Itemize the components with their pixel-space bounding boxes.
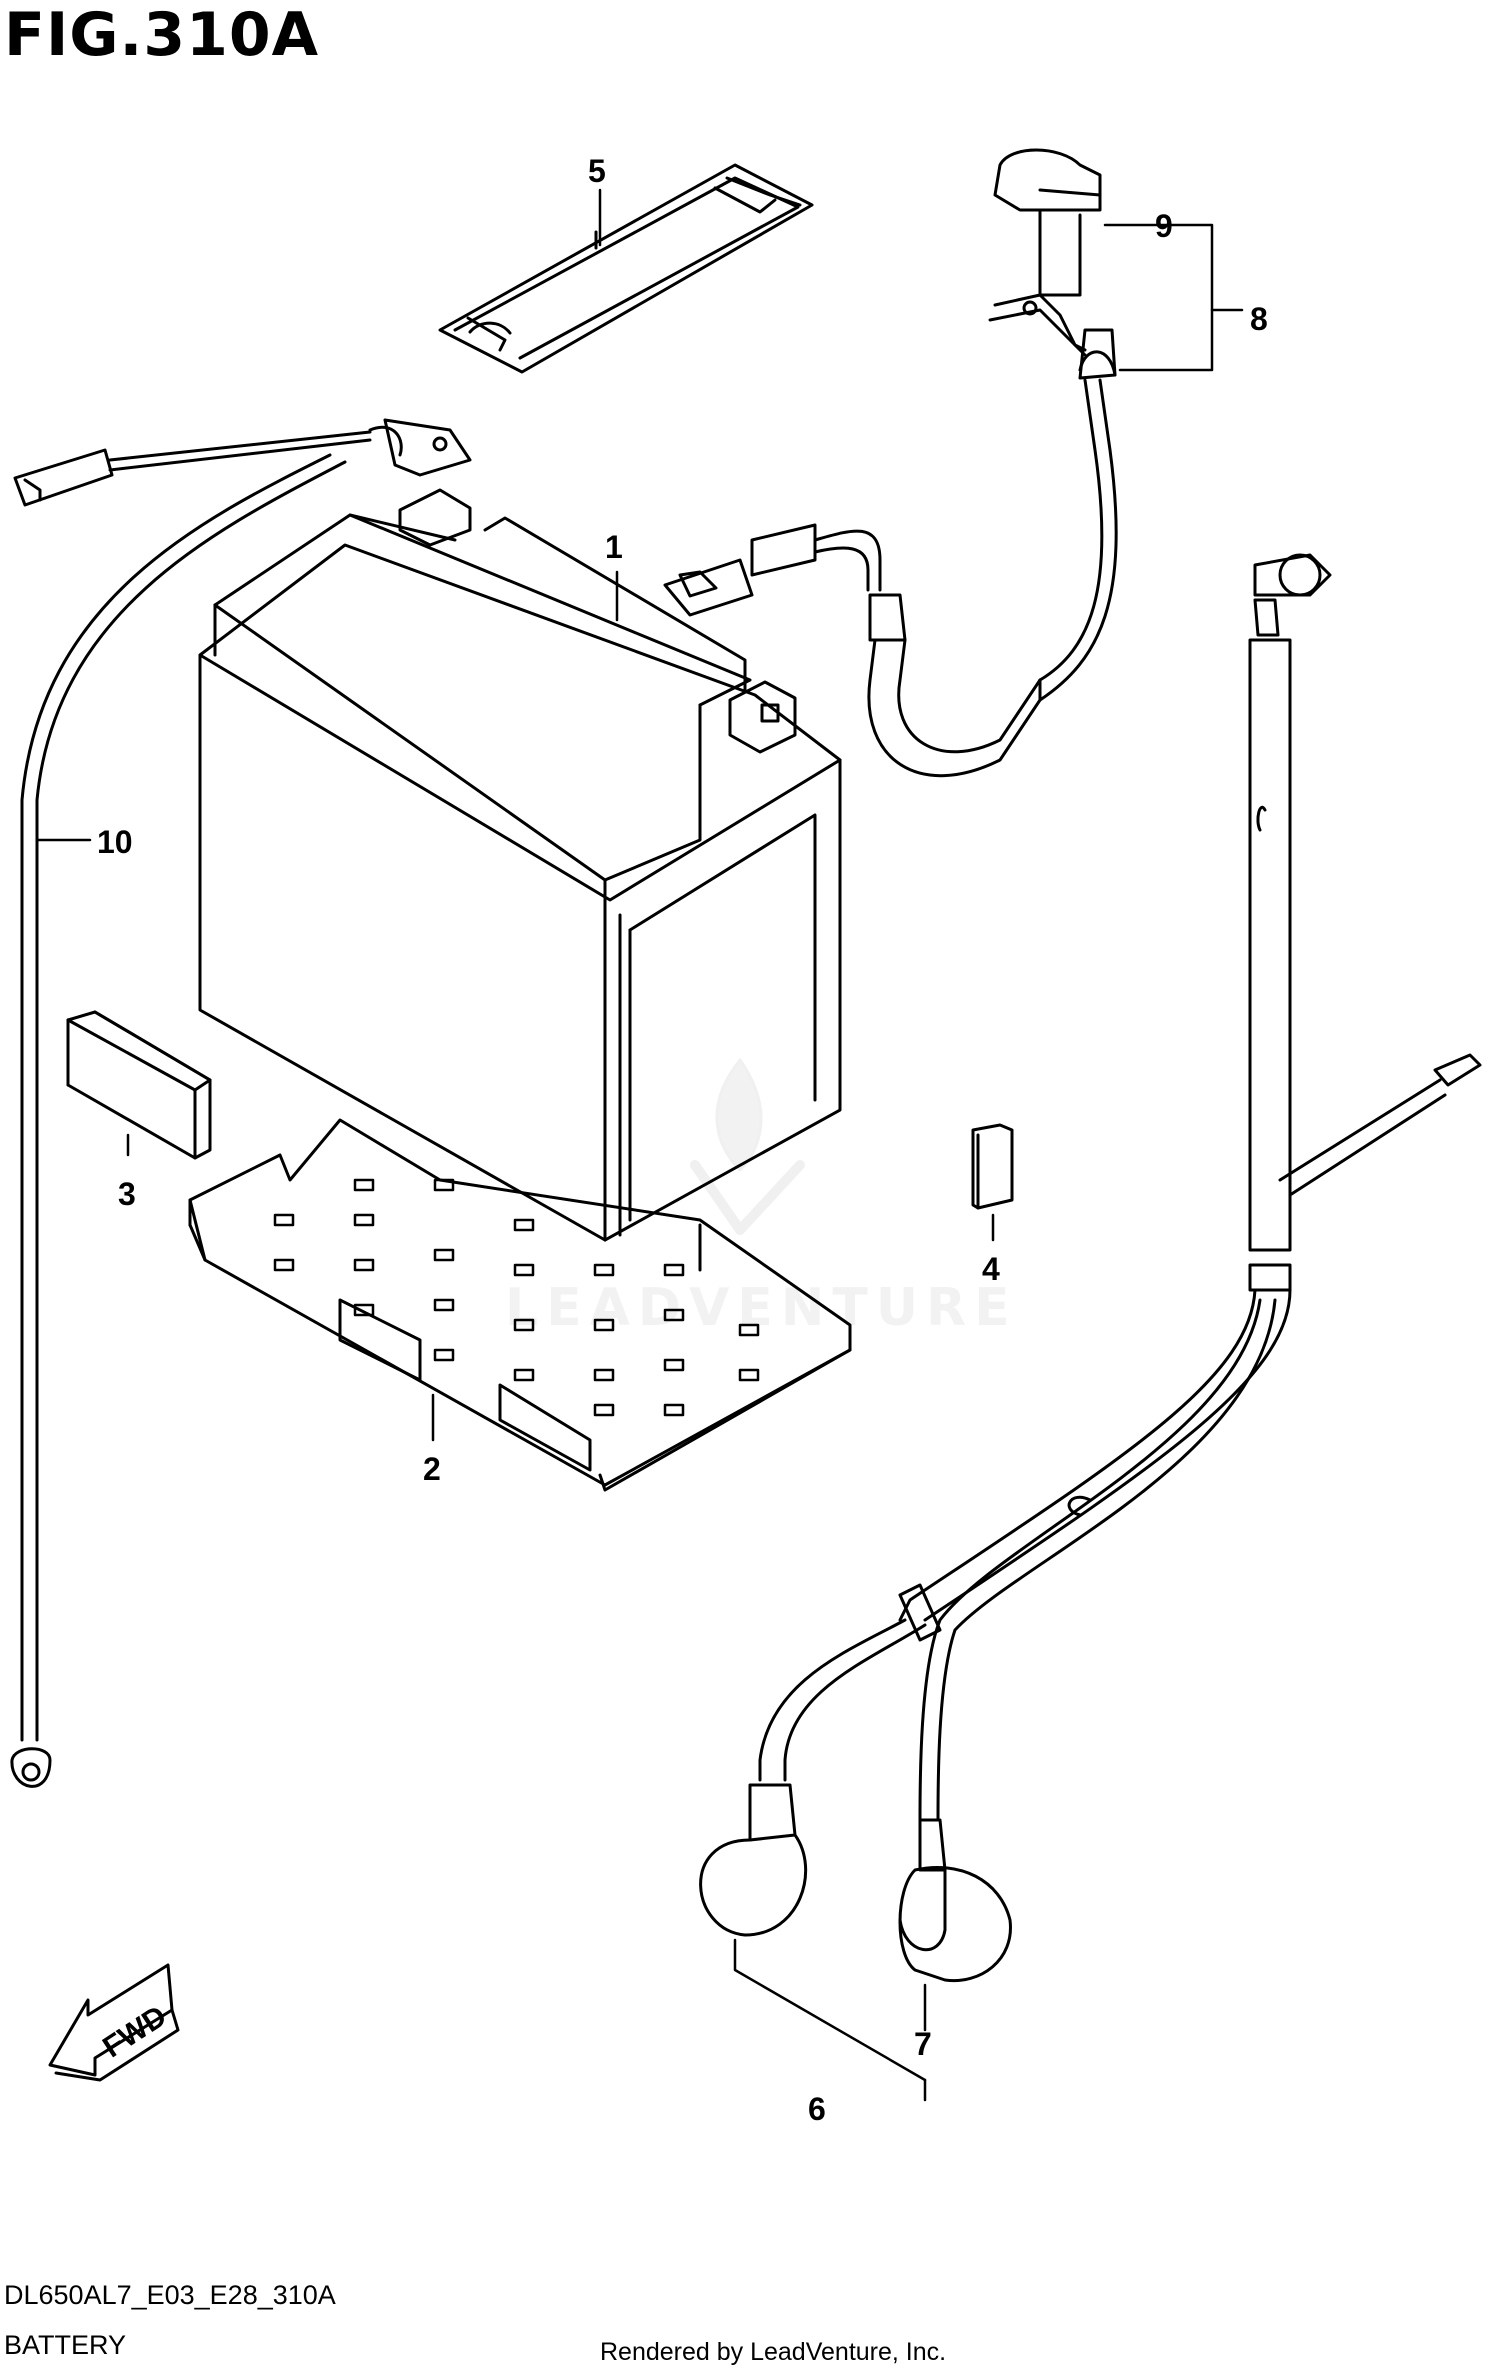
part-6-negative-cable[interactable] [699, 553, 1482, 1983]
callout-3: 3 [118, 1176, 136, 1212]
part-4-small-pad[interactable] [971, 1123, 1014, 1210]
watermark: LEADVENTURE [505, 1058, 1018, 1338]
callout-2: 2 [423, 1451, 441, 1487]
part-8-positive-cable[interactable] [663, 293, 1118, 778]
leader-lines [35, 188, 1244, 2102]
figure-title: FIG.310A [4, 0, 320, 70]
figure-code: DL650AL7_E03_E28_310A [4, 2280, 336, 2310]
callout-8: 8 [1250, 301, 1268, 337]
callout-6: 6 [808, 2091, 826, 2127]
rendered-by-text: Rendered by LeadVenture, Inc. [600, 2338, 947, 2366]
callout-1: 1 [605, 529, 623, 565]
part-9-terminal-cap[interactable] [993, 148, 1102, 297]
part-1-battery[interactable] [198, 488, 842, 1242]
callout-9: 9 [1155, 208, 1173, 244]
part-10-ground-cable[interactable] [10, 418, 472, 1788]
figure-name: BATTERY [4, 2330, 127, 2360]
watermark-text: LEADVENTURE [505, 1278, 1018, 1338]
part-2-battery-tray[interactable] [188, 1118, 852, 1492]
part-5-battery-strap[interactable] [438, 163, 814, 374]
callout-7: 7 [914, 2026, 932, 2062]
fwd-arrow: FWD [48, 1963, 180, 2082]
callout-4: 4 [982, 1251, 1000, 1287]
part-3-pad[interactable] [66, 1010, 212, 1160]
callout-numbers: 1 2 3 4 5 6 7 8 9 10 [97, 153, 1268, 2127]
callout-5: 5 [588, 153, 606, 189]
callout-10: 10 [97, 824, 133, 860]
